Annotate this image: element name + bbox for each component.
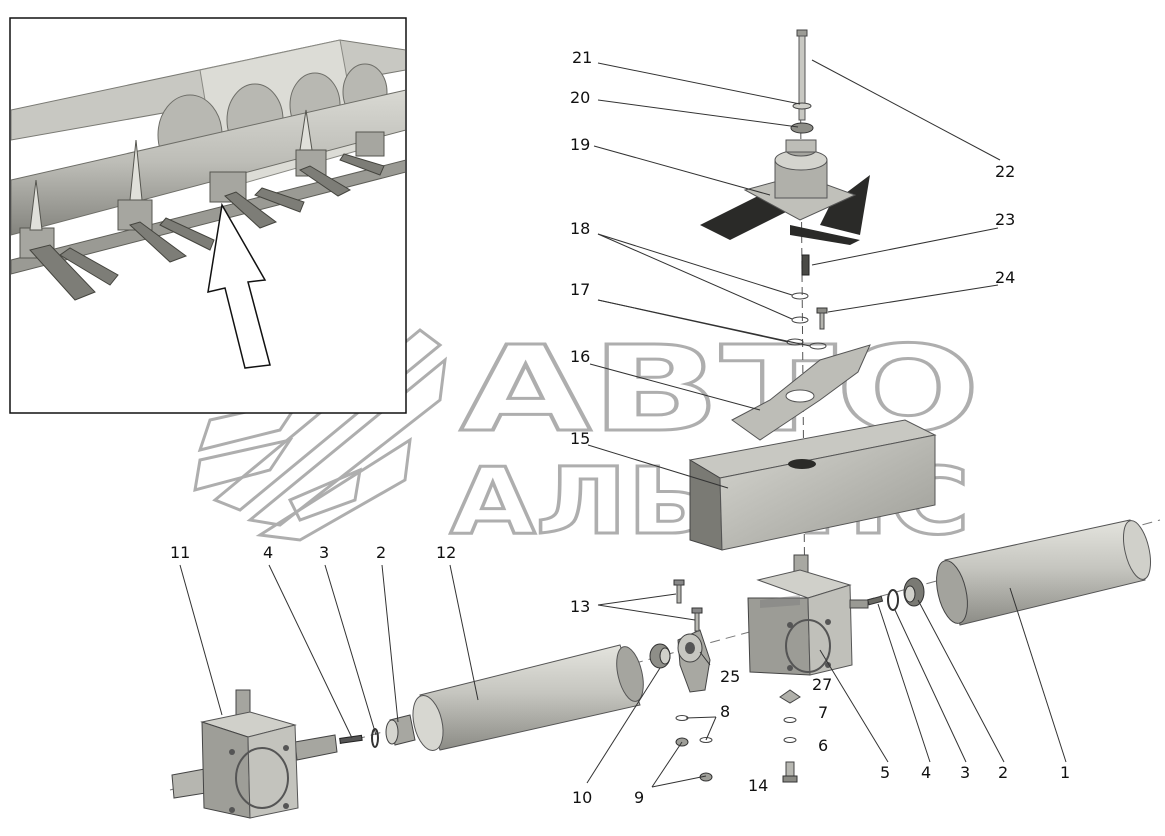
part-3-ring-left	[371, 728, 379, 748]
part-10-bushing	[649, 643, 671, 669]
callout-12: 12	[436, 543, 456, 562]
callout-20: 20	[570, 88, 590, 107]
callout-3-left: 3	[319, 543, 329, 562]
callout-17: 17	[570, 280, 590, 299]
leader-lines	[179, 59, 1067, 788]
callout-23: 23	[995, 210, 1015, 229]
part-3-ring-right	[887, 589, 899, 611]
part-21-washer	[792, 102, 812, 110]
cutting-knives	[29, 153, 385, 301]
callout-2-right: 2	[998, 763, 1008, 782]
callout-9: 9	[634, 788, 644, 807]
callout-3-right: 3	[960, 763, 970, 782]
part-18-washer-upper	[791, 292, 809, 300]
part-14-bolt	[782, 761, 798, 783]
callout-27: 27	[812, 675, 832, 694]
part-24-screw	[816, 307, 828, 330]
callout-4-right: 4	[921, 763, 931, 782]
part-2-coupling-left	[385, 714, 416, 746]
part-20-nut	[790, 122, 814, 134]
callout-19: 19	[570, 135, 590, 154]
callout-24: 24	[995, 268, 1015, 287]
auger-spikes	[29, 109, 313, 231]
part-12-tube-left	[412, 644, 644, 751]
part-27-spring-washer	[779, 689, 801, 704]
part-8-washer-right	[699, 737, 713, 743]
callout-5: 5	[880, 763, 890, 782]
exploded-parts	[169, 29, 1161, 819]
callout-14: 14	[748, 776, 768, 795]
callout-8: 8	[720, 702, 730, 721]
part-16-plate	[731, 344, 871, 441]
callout-1: 1	[1060, 763, 1070, 782]
part-15-cover-box	[688, 419, 937, 551]
callout-7: 7	[818, 703, 828, 722]
callout-11: 11	[170, 543, 190, 562]
callout-25: 25	[720, 667, 740, 686]
part-11-gearbox	[171, 689, 338, 819]
callout-labels: 21 20 19 22 23 18 24 17 16 15 11 4 3 2 1…	[170, 48, 1070, 807]
pointer-arrow-icon	[207, 202, 271, 369]
part-4-key-right	[867, 595, 884, 606]
part-19-knife-hub	[700, 139, 870, 245]
part-2-coupling-right	[903, 577, 925, 607]
part-5-gearbox	[747, 554, 869, 676]
inset-auger-view	[9, 17, 407, 414]
part-23-pin	[801, 254, 810, 276]
part-4-key-left	[339, 734, 363, 744]
callout-22: 22	[995, 162, 1015, 181]
callout-6: 6	[818, 736, 828, 755]
part-18-washer-lower	[791, 316, 809, 324]
callout-16: 16	[570, 347, 590, 366]
callout-10: 10	[572, 788, 592, 807]
part-1-tube-right	[936, 519, 1152, 626]
part-6-washer	[783, 737, 797, 743]
callout-15: 15	[570, 429, 590, 448]
callout-13: 13	[570, 597, 590, 616]
callout-18: 18	[570, 219, 590, 238]
callout-4-left: 4	[263, 543, 273, 562]
part-7-washer	[783, 717, 797, 723]
part-13-bolts	[673, 579, 703, 632]
part-25-bearing-housing	[677, 629, 711, 693]
callout-21: 21	[572, 48, 592, 67]
callout-2-left: 2	[376, 543, 386, 562]
part-22-long-bolt	[796, 29, 808, 121]
